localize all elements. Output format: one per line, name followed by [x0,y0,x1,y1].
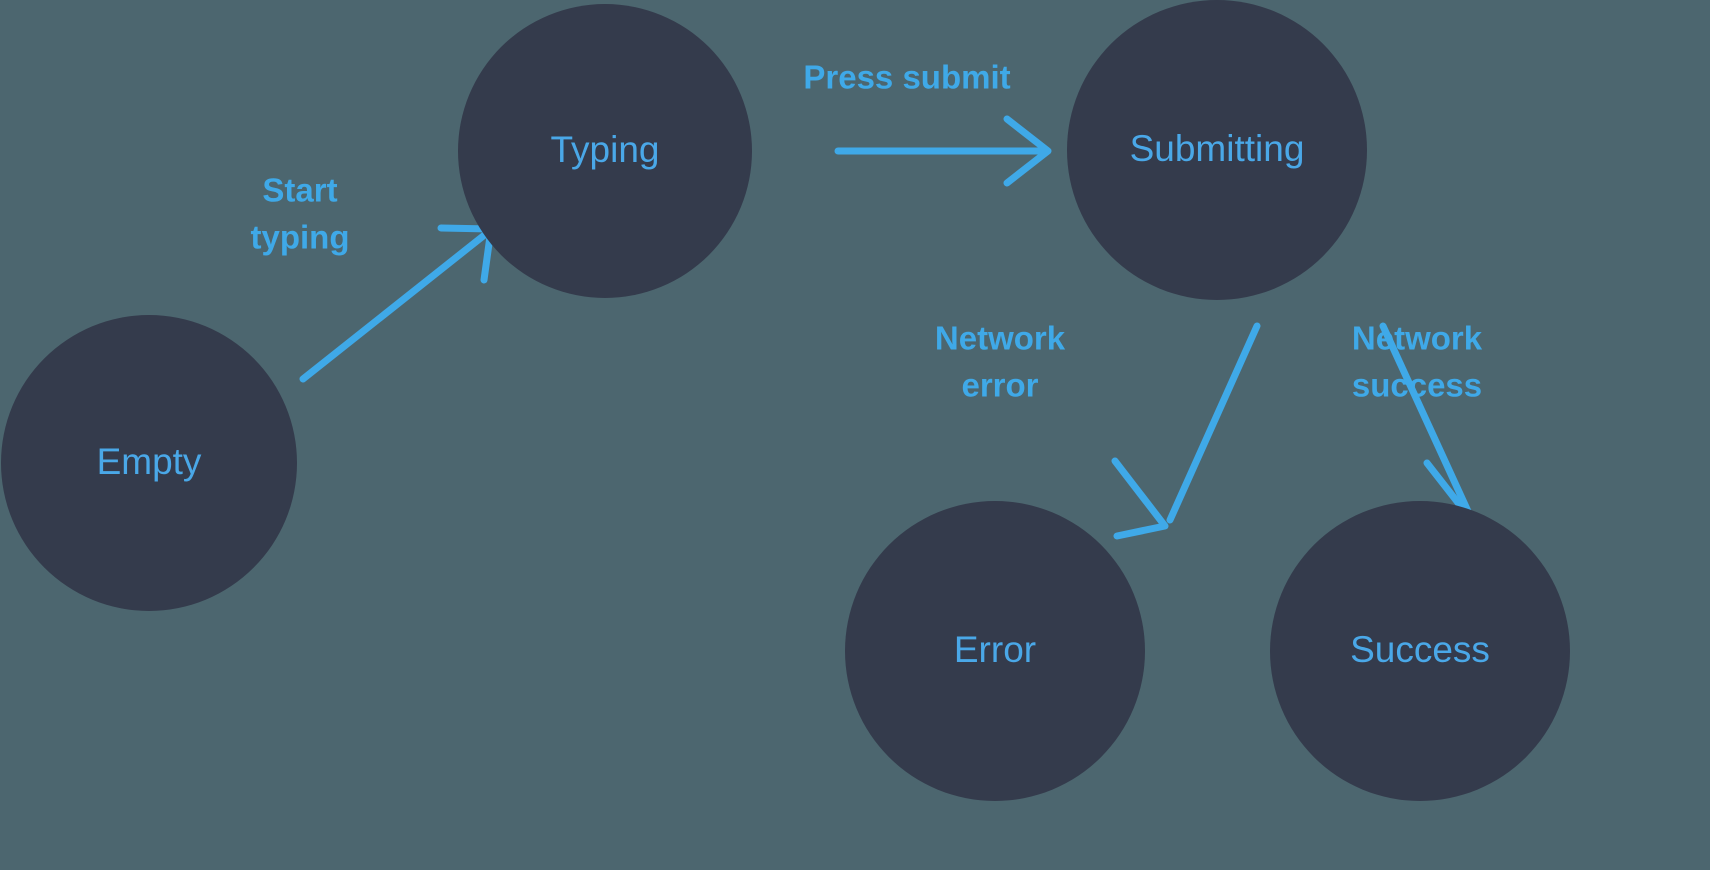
state-node-label: Success [1350,629,1490,670]
edge-line [1166,322,1261,524]
edge-label-start-typing-line1: Start [262,172,337,209]
edge-typing-to-submitting[interactable] [834,115,1052,187]
edge-label-network-error-line1: Network [935,320,1066,357]
edge-label-network-error-line2: error [961,367,1038,404]
edge-line [1379,322,1476,524]
edge-submitting-to-error[interactable] [1111,322,1261,540]
state-node-typing[interactable]: Typing [458,4,752,298]
arrowhead-icon [1111,457,1169,540]
edge-label-network-success-line2: success [1352,367,1482,404]
state-node-success[interactable]: Success [1270,501,1570,801]
edge-line [299,229,491,383]
state-node-shape [1,315,297,611]
state-node-error[interactable]: Error [845,501,1145,801]
state-node-shape [1067,0,1367,300]
state-node-submitting[interactable]: Submitting [1067,0,1367,300]
edge-label-network-success-line1: Network [1352,320,1483,357]
state-node-label: Empty [97,441,202,482]
state-node-shape [1270,501,1570,801]
arrowhead-icon [1003,115,1052,187]
state-node-label: Error [954,629,1036,670]
state-node-label: Submitting [1130,128,1305,169]
state-node-label: Typing [550,129,659,170]
state-node-shape [845,501,1145,801]
state-node-shape [458,4,752,298]
edge-label-start-typing-line2: typing [251,219,350,256]
edge-label-press-submit: Press submit [803,59,1010,96]
state-node-empty[interactable]: Empty [1,315,297,611]
